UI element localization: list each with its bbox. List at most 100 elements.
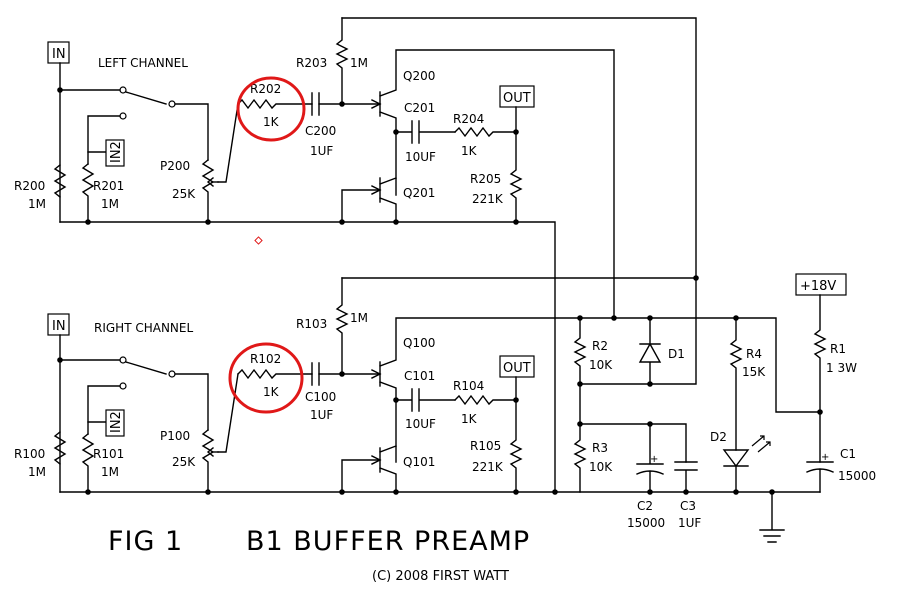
left-c200-label: C200 bbox=[305, 124, 336, 138]
right-r100 bbox=[53, 431, 67, 465]
right-p100-value: 25K bbox=[172, 455, 196, 469]
d1 bbox=[638, 317, 662, 385]
left-q200-label: Q200 bbox=[403, 69, 435, 83]
right-in2-label: IN2 bbox=[109, 411, 124, 433]
r2-value: 10K bbox=[589, 358, 613, 372]
left-in-box bbox=[47, 41, 70, 64]
d2-label: D2 bbox=[710, 430, 727, 444]
right-c101-label: C101 bbox=[404, 369, 435, 383]
led-light-icon bbox=[751, 435, 771, 453]
left-r200-value: 1M bbox=[28, 197, 46, 211]
left-r200-label: R200 bbox=[14, 179, 45, 193]
right-input-switch bbox=[125, 361, 167, 375]
right-r101 bbox=[81, 433, 95, 493]
left-in2-box bbox=[105, 139, 125, 167]
right-r102-highlight bbox=[228, 342, 304, 414]
right-r103-label: R103 bbox=[296, 317, 327, 331]
right-r102-label: R102 bbox=[250, 352, 281, 366]
left-r202-label: R202 bbox=[250, 82, 281, 96]
ground-icon bbox=[759, 491, 785, 543]
c1-value: 15000 bbox=[838, 469, 876, 483]
left-r203-label: R203 bbox=[296, 56, 327, 70]
left-p200-value: 25K bbox=[172, 187, 196, 201]
right-in-label: IN bbox=[52, 319, 66, 334]
left-c201-value: 10UF bbox=[405, 150, 436, 164]
right-c101-value: 10UF bbox=[405, 417, 436, 431]
left-input-switch bbox=[125, 91, 167, 105]
right-p100-label: P100 bbox=[160, 429, 190, 443]
left-r201-value: 1M bbox=[101, 197, 119, 211]
right-out-label: OUT bbox=[503, 361, 531, 376]
c3-value: 1UF bbox=[678, 516, 701, 530]
left-r205-label: R205 bbox=[470, 172, 501, 186]
svg-text:+: + bbox=[821, 452, 829, 463]
left-r204 bbox=[454, 126, 517, 138]
copyright: (C) 2008 FIRST WATT bbox=[372, 569, 509, 584]
c1-label: C1 bbox=[840, 447, 856, 461]
right-out-box bbox=[499, 355, 535, 378]
c1 bbox=[806, 461, 834, 493]
left-r204-value: 1K bbox=[461, 144, 478, 158]
right-r105-value: 221K bbox=[472, 460, 504, 474]
right-in-box bbox=[47, 313, 70, 336]
left-r202-value: 1K bbox=[263, 115, 280, 129]
right-r103 bbox=[335, 277, 349, 375]
c2 bbox=[636, 423, 664, 493]
left-r204-label: R204 bbox=[453, 112, 484, 126]
figure-title: B1 BUFFER PREAMP bbox=[246, 526, 530, 557]
right-q101-label: Q101 bbox=[403, 455, 435, 469]
left-p200 bbox=[201, 159, 215, 223]
r2-label: R2 bbox=[592, 339, 608, 353]
left-c200 bbox=[311, 92, 320, 116]
r3 bbox=[573, 423, 587, 493]
left-c200-value: 1UF bbox=[310, 144, 333, 158]
right-r101-label: R101 bbox=[93, 447, 124, 461]
c3 bbox=[674, 461, 698, 493]
left-c201 bbox=[395, 120, 456, 144]
right-in2-box bbox=[105, 409, 125, 437]
left-r203-value: 1M bbox=[350, 56, 368, 70]
right-c100-value: 1UF bbox=[310, 408, 333, 422]
v18-label: +18V bbox=[800, 279, 836, 294]
left-p200-label: P200 bbox=[160, 159, 190, 173]
left-c201-label: C201 bbox=[404, 101, 435, 115]
right-r102 bbox=[237, 368, 313, 380]
r3-value: 10K bbox=[589, 460, 613, 474]
right-p100 bbox=[201, 429, 215, 493]
left-r200 bbox=[53, 164, 67, 198]
d1-label: D1 bbox=[668, 347, 685, 361]
right-c100-label: C100 bbox=[305, 390, 336, 404]
right-r105 bbox=[509, 376, 523, 493]
left-q201-label: Q201 bbox=[403, 186, 435, 200]
c2-value: 15000 bbox=[627, 516, 665, 530]
right-r100-label: R100 bbox=[14, 447, 45, 461]
r1-label: R1 bbox=[830, 342, 846, 356]
right-r100-value: 1M bbox=[28, 465, 46, 479]
right-c100 bbox=[311, 362, 320, 386]
left-r202-highlight bbox=[236, 76, 306, 142]
left-in2-label: IN2 bbox=[109, 141, 124, 163]
right-r101-value: 1M bbox=[101, 465, 119, 479]
r1-value: 1 3W bbox=[826, 361, 857, 375]
left-channel-label: LEFT CHANNEL bbox=[98, 56, 188, 70]
r3-label: R3 bbox=[592, 441, 608, 455]
r2 bbox=[573, 317, 587, 425]
left-in-label: IN bbox=[52, 47, 66, 62]
right-r104-label: R104 bbox=[453, 379, 484, 393]
left-channel: IN LEFT CHANNEL IN2 R200 1M R201 1M P200… bbox=[14, 17, 697, 493]
r4-value: 15K bbox=[742, 365, 766, 379]
left-r201-label: R201 bbox=[93, 179, 124, 193]
left-r202 bbox=[237, 98, 313, 110]
d2 bbox=[722, 449, 750, 493]
r4-label: R4 bbox=[746, 347, 762, 361]
power-supply: R2 10K D1 R3 10K + C2 15000 C3 1UF R4 15… bbox=[573, 273, 876, 543]
right-channel: IN RIGHT CHANNEL IN2 R100 1M R101 1M P10… bbox=[14, 275, 821, 495]
c2-label: C2 bbox=[637, 499, 653, 513]
left-r205-value: 221K bbox=[472, 192, 504, 206]
c3-label: C3 bbox=[680, 499, 696, 513]
right-q100-label: Q100 bbox=[403, 336, 435, 350]
left-r201 bbox=[81, 163, 95, 223]
left-r205 bbox=[509, 106, 523, 223]
figure-number: FIG 1 bbox=[108, 526, 183, 557]
